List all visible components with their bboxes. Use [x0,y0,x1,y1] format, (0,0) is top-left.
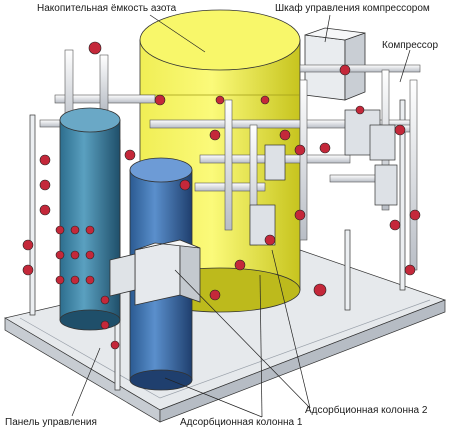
label-adsorption-column-1: Адсорбционная колонна 1 [180,417,303,428]
leader-lines [71,14,411,418]
label-nitrogen-tank: Накопительная ёмкость азота [37,3,177,14]
label-compressor: Компрессор [382,40,439,51]
label-control-panel: Панель управления [5,417,97,428]
control-panel-box [109,239,201,306]
label-adsorption-column-2: Адсорбционная колонна 2 [305,405,428,416]
valves [22,41,421,350]
label-compressor-cabinet: Шкаф управления компрессором [275,3,430,14]
adsorption-column-1 [59,107,121,331]
compressor-cabinet [304,27,366,101]
compressor-unit [249,109,398,246]
